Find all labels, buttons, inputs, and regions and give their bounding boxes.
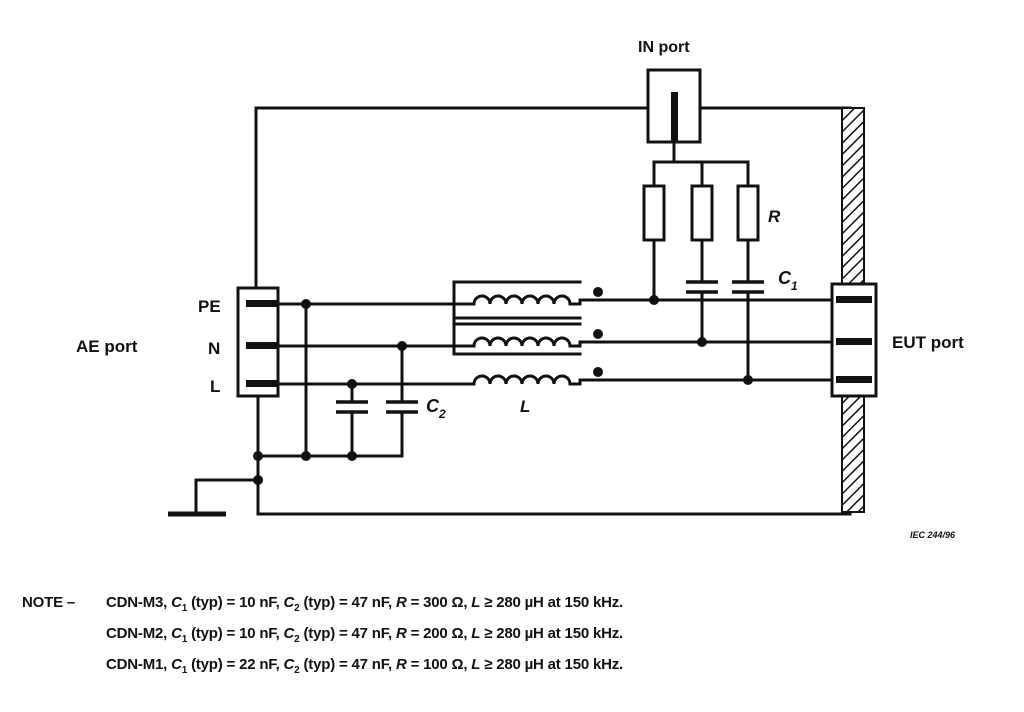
ground-wire <box>194 478 260 516</box>
in-port-connector <box>646 68 702 144</box>
inductor-coil-pe <box>470 294 582 306</box>
resistor-3 <box>736 184 760 242</box>
inductor-coil-n <box>470 336 582 348</box>
c1-label: C1 <box>778 268 798 293</box>
eut-port-label: EUT port <box>892 333 964 352</box>
eut-port-connector <box>830 282 878 398</box>
resistor-1 <box>642 184 666 242</box>
iec-reference: IEC 244/96 <box>910 530 956 540</box>
inductor-label: L <box>520 397 530 416</box>
n-label: N <box>208 339 220 358</box>
pe-label: PE <box>198 297 221 316</box>
polarity-dot-n <box>593 329 603 339</box>
polarity-dot-pe <box>593 287 603 297</box>
c2-label: C2 <box>426 396 446 421</box>
ae-port-connector <box>236 286 280 398</box>
polarity-dot-l <box>593 367 603 377</box>
ae-port-label: AE port <box>76 337 138 356</box>
l-label: L <box>210 377 220 396</box>
r-label: R <box>768 207 781 226</box>
in-port-label: IN port <box>638 39 690 56</box>
inductor-coil-l <box>470 374 582 386</box>
resistor-2 <box>690 184 714 242</box>
